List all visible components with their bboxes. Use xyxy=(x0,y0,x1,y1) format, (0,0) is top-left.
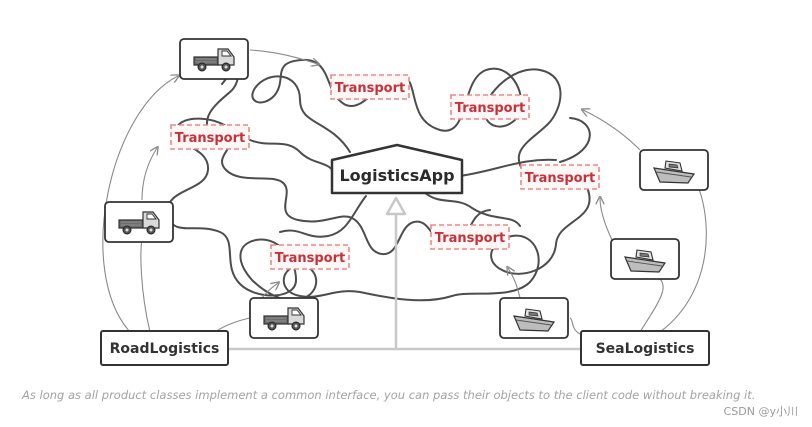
transport-label-4: Transport xyxy=(520,164,600,190)
inheritance-arrow-icon xyxy=(385,196,407,216)
road-logistics-node: RoadLogistics xyxy=(100,330,229,366)
truck-icon-card-top xyxy=(179,38,249,80)
ship-icon xyxy=(620,240,670,278)
ship-icon-card-middle xyxy=(610,238,680,280)
transport-label-text: Transport xyxy=(525,171,595,186)
logistics-app-node: LogisticsApp xyxy=(330,143,464,195)
inheritance-connectors xyxy=(228,196,581,351)
transport-label-text: Transport xyxy=(175,131,245,146)
sea-logistics-label: SeaLogistics xyxy=(596,341,695,357)
transport-label-6: Transport xyxy=(270,244,350,270)
ship-icon xyxy=(649,151,699,189)
tangled-dependency-curve xyxy=(166,58,591,302)
transport-label-text: Transport xyxy=(435,231,505,246)
transport-label-text: Transport xyxy=(455,101,525,116)
transport-label-3: Transport xyxy=(170,124,250,150)
logistics-app-label: LogisticsApp xyxy=(339,166,454,185)
ship-icon-card-top xyxy=(639,149,709,191)
truck-icon-card-bottom xyxy=(249,297,319,339)
sea-logistics-node: SeaLogistics xyxy=(580,330,710,366)
tangled-dependency-curve-2 xyxy=(206,72,591,238)
ship-icon-card-bottom xyxy=(499,297,569,339)
transport-label-2: Transport xyxy=(450,94,530,120)
watermark-text: CSDN @y小川 xyxy=(723,405,798,418)
transport-label-text: Transport xyxy=(275,251,345,266)
transport-label-1: Transport xyxy=(330,74,410,100)
caption-text: As long as all product classes implement… xyxy=(22,388,756,402)
road-logistics-label: RoadLogistics xyxy=(110,341,220,357)
truck-icon xyxy=(114,203,164,241)
ship-icon xyxy=(509,299,559,337)
truck-icon xyxy=(259,299,309,337)
transport-label-5: Transport xyxy=(430,224,510,250)
transport-label-text: Transport xyxy=(335,81,405,96)
truck-icon xyxy=(189,40,239,78)
truck-icon-card-left xyxy=(104,201,174,243)
